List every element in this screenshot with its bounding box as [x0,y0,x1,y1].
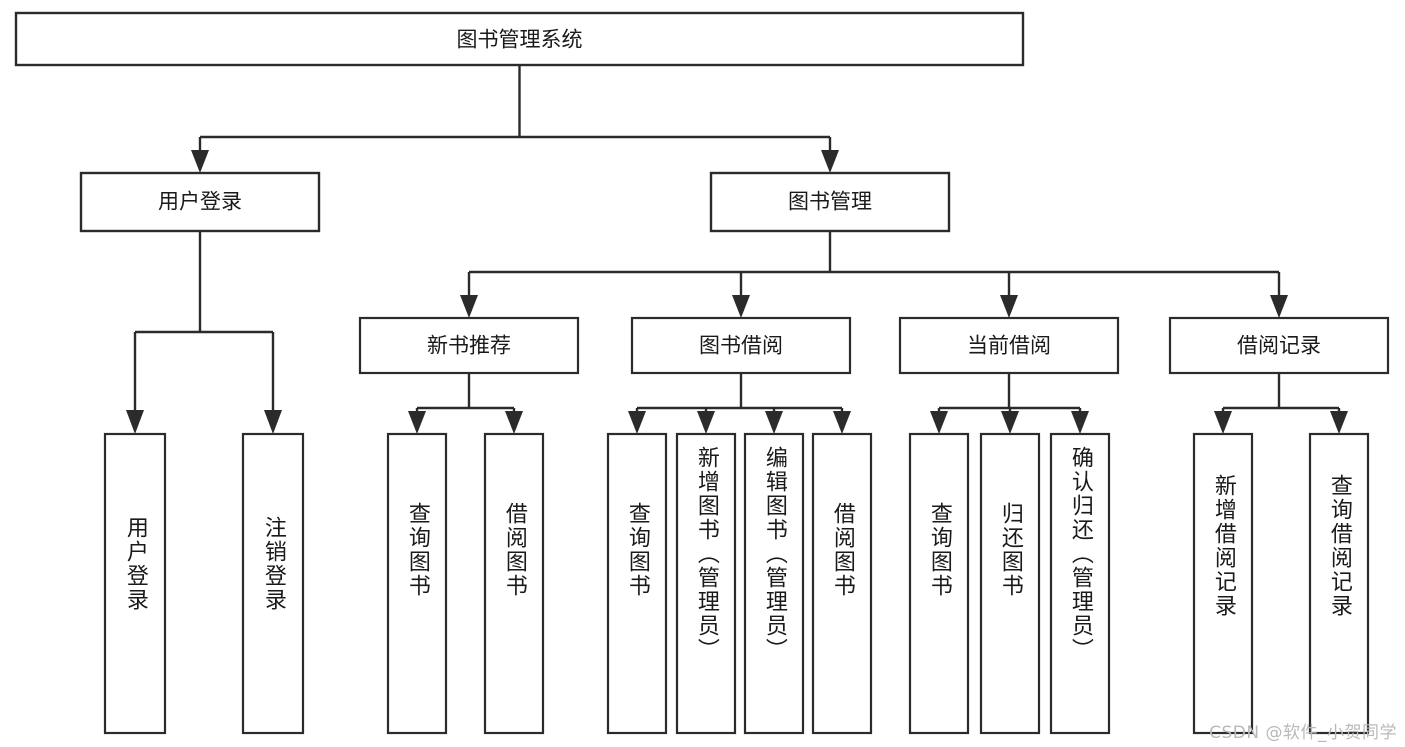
connector-root-to-level2 [191,65,839,173]
node-current-borrow[interactable]: 当前借阅 [898,316,1120,375]
node-new-book-recommend[interactable]: 新书推荐 [358,316,580,375]
node-user-login[interactable]: 用户登录 [79,171,321,233]
arrow-head-icon [930,411,948,434]
node-leaf-return-book-box[interactable] [979,432,1041,735]
node-leaf-add-book-admin-box[interactable] [675,432,737,735]
node-root-box[interactable] [14,11,1025,67]
node-current-borrow-box[interactable] [898,316,1120,375]
node-borrow-record-box[interactable] [1168,316,1390,375]
node-book-manage-box[interactable] [709,171,951,233]
node-borrow-record[interactable]: 借阅记录 [1168,316,1390,375]
node-leaf-add-borrow-record-box[interactable] [1192,432,1254,735]
node-book-borrow-box[interactable] [630,316,852,375]
arrow-head-icon [126,410,144,434]
connector-borrow-record-to-leaves [1214,373,1348,434]
arrow-head-icon [1000,295,1018,318]
node-root[interactable]: 图书管理系统 [14,11,1025,67]
connector-current-borrow-to-leaves [930,373,1089,434]
arrow-head-icon [697,411,715,434]
connector-user-login-to-leaves [126,231,282,434]
arrow-head-icon [191,150,209,173]
connector-book-manage-to-level3 [460,231,1288,318]
node-new-book-recommend-box[interactable] [358,316,580,375]
node-user-login-label: 用户登录 [158,190,242,214]
arrow-head-icon [1214,411,1232,434]
node-book-manage-label: 图书管理 [788,190,872,214]
arrow-head-icon [505,411,523,434]
arrow-head-icon [732,295,750,318]
arrow-head-icon [1270,295,1288,318]
arrow-head-icon [408,411,426,434]
arrow-head-icon [628,411,646,434]
arrow-head-icon [821,150,839,173]
node-leaf-borrow-book-1-box[interactable] [483,432,545,735]
node-leaf-logout-login-box[interactable] [241,432,305,735]
arrow-head-icon [264,410,282,434]
node-book-borrow[interactable]: 图书借阅 [630,316,852,375]
arrow-head-icon [833,411,851,434]
arrow-head-icon [1330,411,1348,434]
node-leaf-user-login-box[interactable] [103,432,167,735]
node-book-borrow-label: 图书借阅 [699,334,783,358]
leaf-boxes [103,432,1370,735]
node-leaf-confirm-return-admin-box[interactable] [1049,432,1111,735]
node-leaf-edit-book-admin-box[interactable] [743,432,805,735]
node-leaf-query-book-2-box[interactable] [606,432,668,735]
node-root-label: 图书管理系统 [457,28,583,52]
arrow-head-icon [1001,411,1019,434]
connector-new-book-recommend-to-leaves [408,373,523,434]
node-user-login-box[interactable] [79,171,321,233]
arrow-head-icon [1071,411,1089,434]
arrow-head-icon [765,411,783,434]
arrow-head-icon [460,295,478,318]
node-current-borrow-label: 当前借阅 [967,334,1051,358]
node-leaf-query-book-3-box[interactable] [908,432,970,735]
node-leaf-query-borrow-record-box[interactable] [1308,432,1370,735]
node-book-manage[interactable]: 图书管理 [709,171,951,233]
node-leaf-borrow-book-2-box[interactable] [811,432,873,735]
node-borrow-record-label: 借阅记录 [1237,334,1321,358]
connector-book-borrow-to-leaves [628,373,851,434]
node-new-book-recommend-label: 新书推荐 [427,334,511,358]
node-leaf-query-book-1-box[interactable] [386,432,448,735]
